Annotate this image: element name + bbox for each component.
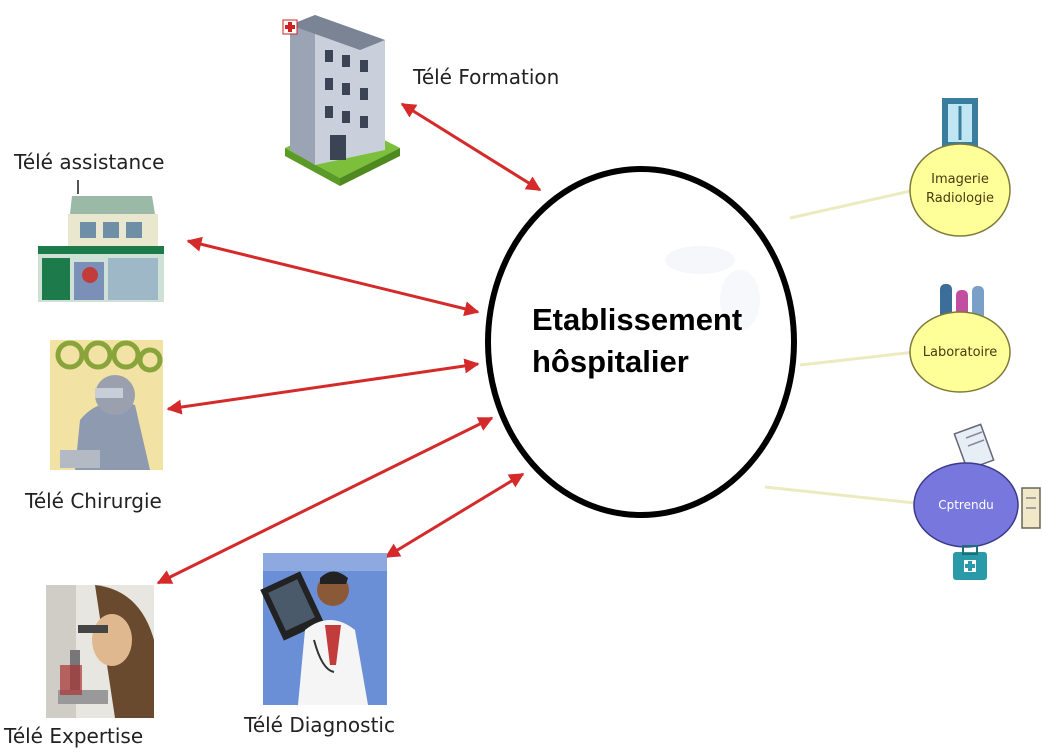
center-label-line2: hôspitalier [532,344,689,379]
laboratoire-label: Laboratoire [923,345,997,360]
cptrendu-label: Cptrendu [938,498,994,512]
xray-icon [942,98,978,148]
surgeon-picture [50,340,163,470]
document-icon [1021,487,1041,529]
arrow-chirurgie [166,358,480,415]
hospital-building-icon [282,15,400,186]
medical-bag-icon [953,545,987,580]
label-tele-chirurgie: Télé Chirurgie [24,489,162,513]
microscope-picture [46,585,154,718]
center-node: Etablissement hôspitalier [485,166,797,518]
imagerie-label-line1: Imagerie [931,172,989,187]
label-tele-formation: Télé Formation [412,65,559,89]
label-tele-expertise: Télé Expertise [3,724,143,748]
arrow-diagnostic [384,472,525,559]
service-arrows [156,102,542,585]
imagerie-label-line2: Radiologie [926,191,994,206]
imagerie-node: Imagerie Radiologie [909,143,1011,237]
pharmacy-building-icon [38,180,164,302]
arrow-expertise [156,416,494,585]
doctor-picture [260,553,387,705]
center-label-line1: Etablissement [532,302,742,337]
department-connectors [764,188,916,505]
arrow-formation [400,102,542,192]
arrow-assistance [186,236,480,317]
label-tele-assistance: Télé assistance [13,150,165,174]
laboratoire-node: Laboratoire [909,311,1011,393]
cptrendu-node: Cptrendu [913,462,1019,548]
label-tele-diagnostic: Télé Diagnostic [243,713,395,737]
